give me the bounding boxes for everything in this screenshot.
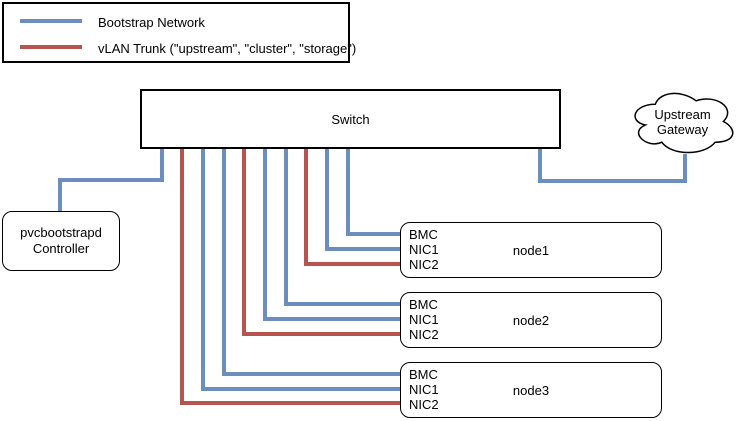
controller-label-line1: pvcbootstrapd — [20, 225, 102, 240]
node-box-node2: BMC NIC1 NIC2 node2 — [400, 292, 662, 348]
switch-label: Switch — [331, 111, 370, 127]
node1-port-nic2: NIC2 — [409, 257, 439, 272]
legend-label-bootstrap-network: Bootstrap Network — [98, 15, 205, 30]
node3-port-nic2: NIC2 — [409, 397, 439, 412]
gateway-label-line2: Gateway — [656, 121, 709, 137]
wire-switch-to-node2-nic2 — [242, 148, 401, 336]
bootstrap-network-line-swatch — [20, 19, 82, 23]
legend-label-vlan-trunk: vLAN Trunk ("upstream", "cluster", "stor… — [98, 41, 357, 56]
wire-switch-to-node1-nic1 — [325, 148, 401, 251]
node3-ports: BMC NIC1 NIC2 — [409, 367, 439, 412]
cloud-shape — [634, 92, 734, 154]
wire-switch-to-node1-bmc — [346, 148, 401, 236]
node-box-node3: BMC NIC1 NIC2 node3 — [400, 362, 662, 418]
wire-switch-to-node2-nic1 — [263, 148, 401, 321]
node2-port-nic1: NIC1 — [409, 312, 439, 327]
controller-label-line2: Controller — [32, 241, 90, 256]
node-box-node1: BMC NIC1 NIC2 node1 — [400, 222, 662, 278]
node2-port-nic2: NIC2 — [409, 327, 439, 342]
node1-ports: BMC NIC1 NIC2 — [409, 227, 439, 272]
node3-name: node3 — [512, 382, 550, 398]
node1-port-bmc: BMC — [409, 227, 438, 242]
wire-switch-to-node2-bmc — [284, 148, 401, 306]
node3-port-nic1: NIC1 — [409, 382, 439, 397]
node1-port-nic1: NIC1 — [409, 242, 439, 257]
switch-box: Switch — [140, 89, 561, 149]
vlan-trunk-line-swatch — [20, 45, 82, 49]
wire-switch-to-gateway — [538, 148, 687, 183]
wire-switch-to-node1-nic2 — [304, 148, 401, 266]
gateway-label-line1: Upstream — [654, 106, 711, 122]
upstream-gateway-label: Upstream Gateway — [628, 87, 737, 156]
node2-name: node2 — [512, 312, 550, 328]
wire-switch-to-node3-nic2 — [180, 148, 401, 405]
wire-switch-to-controller — [58, 148, 164, 212]
upstream-gateway-cloud — [634, 92, 734, 154]
node1-name: node1 — [512, 242, 550, 258]
node2-port-bmc: BMC — [409, 297, 438, 312]
wire-switch-to-node3-nic1 — [201, 148, 401, 391]
node3-port-bmc: BMC — [409, 367, 438, 382]
controller-box: pvcbootstrapd Controller — [2, 211, 120, 271]
wire-switch-to-node3-bmc — [222, 148, 401, 376]
node2-ports: BMC NIC1 NIC2 — [409, 297, 439, 342]
legend: Bootstrap Network vLAN Trunk ("upstream"… — [2, 2, 356, 63]
